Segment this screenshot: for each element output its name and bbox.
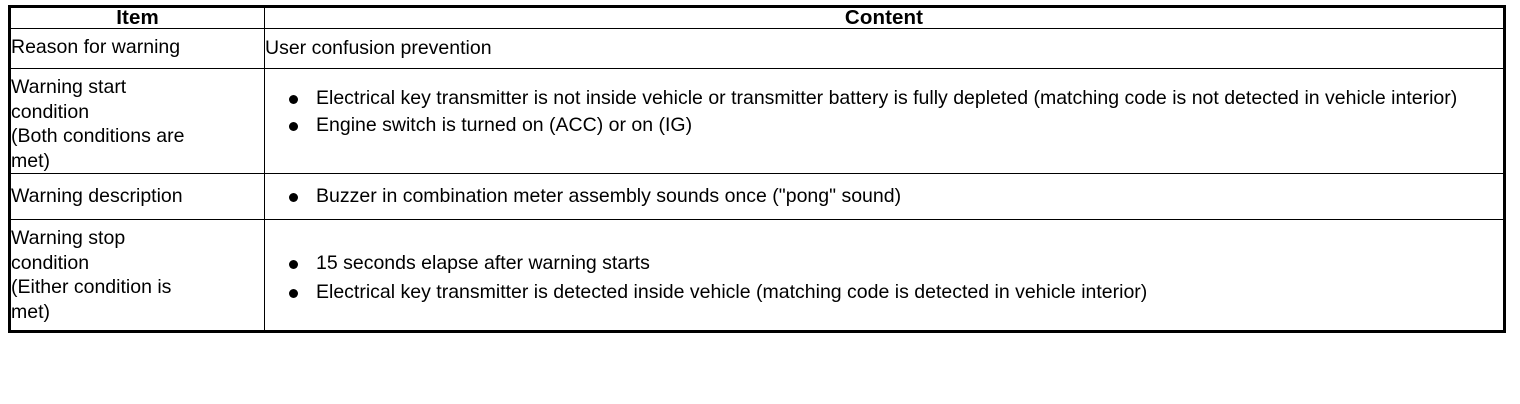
list-item: Electrical key transmitter is detected i… <box>265 280 1503 305</box>
bullet-dot-icon <box>289 289 298 298</box>
list-item: Buzzer in combination meter assembly sou… <box>265 184 1503 209</box>
bullet-list: Electrical key transmitter is not inside… <box>265 86 1503 138</box>
item-line: Warning description <box>11 185 183 207</box>
table-row: Warning description Buzzer in combinatio… <box>9 173 1505 220</box>
column-header-item: Item <box>9 6 265 29</box>
table-body: Reason for warning User confusion preven… <box>9 28 1505 332</box>
item-line: (Both conditions are <box>11 125 185 147</box>
item-line: Warning stop <box>11 227 126 249</box>
warning-specification-table: Item Content Reason for warning User con… <box>8 5 1506 333</box>
item-line: Reason for warning <box>11 36 181 58</box>
list-item-text: Engine switch is turned on (ACC) or on (… <box>316 114 693 136</box>
list-item: Electrical key transmitter is not inside… <box>265 86 1503 111</box>
row-item-label-warning-description: Warning description <box>9 173 265 220</box>
content-paragraph: User confusion prevention <box>265 37 492 59</box>
row-content-reason-for-warning: User confusion prevention <box>264 28 1505 69</box>
item-line: condition <box>11 251 90 274</box>
row-item-label-warning-start-condition: Warning start condition (Both conditions… <box>9 68 265 174</box>
row-item-label-warning-stop-condition: Warning stop condition (Either condition… <box>9 219 265 332</box>
table-header-row: Item Content <box>9 6 1505 29</box>
item-line: met) <box>11 300 50 323</box>
table-row: Reason for warning User confusion preven… <box>9 28 1505 69</box>
bullet-list: 15 seconds elapse after warning starts E… <box>265 251 1503 305</box>
bullet-dot-icon <box>289 122 298 131</box>
list-item-text: 15 seconds elapse after warning starts <box>316 252 650 274</box>
bullet-list: Buzzer in combination meter assembly sou… <box>265 184 1503 209</box>
table-row: Warning start condition (Both conditions… <box>9 68 1505 174</box>
list-item-text: Electrical key transmitter is not inside… <box>316 87 1458 109</box>
row-content-warning-stop-condition: 15 seconds elapse after warning starts E… <box>264 219 1505 332</box>
row-item-label-reason-for-warning: Reason for warning <box>9 28 265 69</box>
list-item-text: Buzzer in combination meter assembly sou… <box>316 185 902 207</box>
bullet-dot-icon <box>289 193 298 202</box>
column-header-content: Content <box>264 6 1505 29</box>
table-row: Warning stop condition (Either condition… <box>9 219 1505 332</box>
item-line: Warning start <box>11 76 127 98</box>
list-item-text: Electrical key transmitter is detected i… <box>316 281 1148 303</box>
bullet-dot-icon <box>289 260 298 269</box>
row-content-warning-description: Buzzer in combination meter assembly sou… <box>264 173 1505 220</box>
row-content-warning-start-condition: Electrical key transmitter is not inside… <box>264 68 1505 174</box>
item-line: met) <box>11 149 50 172</box>
item-line: (Either condition is <box>11 276 172 298</box>
list-item: Engine switch is turned on (ACC) or on (… <box>265 113 1503 138</box>
list-item: 15 seconds elapse after warning starts <box>265 251 1503 276</box>
table-header: Item Content <box>9 6 1505 29</box>
item-line: condition <box>11 100 90 123</box>
bullet-dot-icon <box>289 95 298 104</box>
